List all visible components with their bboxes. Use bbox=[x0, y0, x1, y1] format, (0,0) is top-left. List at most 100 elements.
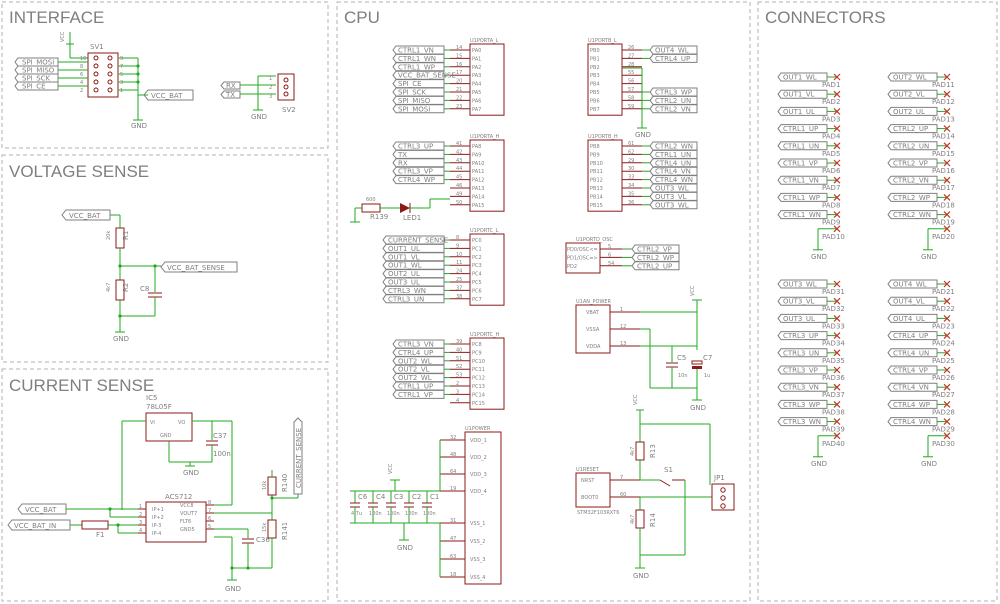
pad-label: PAD32 bbox=[822, 305, 845, 313]
pad-label: PAD6 bbox=[822, 167, 841, 175]
ic5-label: IC5 bbox=[146, 394, 157, 402]
porta-l-pin: PA7 bbox=[472, 107, 481, 113]
vbat-pin: VSSA bbox=[586, 327, 600, 333]
power-vcc: VCC bbox=[388, 463, 394, 474]
portb-h-net-flag bbox=[649, 200, 698, 210]
c5-label: C5 bbox=[677, 354, 686, 362]
reset-part: STM32F103RXT6 bbox=[577, 510, 619, 516]
current-sheet: IC5 78L05F VI VO GND C37 100n GND ACS712… bbox=[7, 394, 303, 593]
conn-net: CTRL1_VN bbox=[783, 177, 819, 185]
portb-l bbox=[587, 43, 623, 116]
c7-cap bbox=[691, 360, 703, 365]
sv2-pin-1: 1 bbox=[269, 76, 272, 82]
r2-value: 4k7 bbox=[106, 283, 112, 292]
led1-symbol bbox=[400, 203, 410, 213]
sv1-pin-left bbox=[93, 71, 99, 77]
power-cap-label: C3 bbox=[394, 493, 403, 501]
spi-flag bbox=[14, 81, 59, 91]
pad-label: PAD17 bbox=[932, 184, 955, 192]
portb-l-pin-num: 28 bbox=[628, 62, 634, 68]
vss-pin: VSS_3 bbox=[470, 557, 485, 563]
r139-value: 600 bbox=[366, 197, 376, 203]
conn-net: CTRL4_VN bbox=[893, 384, 929, 392]
portb-l-pin: PB1 bbox=[590, 56, 600, 62]
portc-h-pin-num: 40 bbox=[456, 347, 462, 353]
portc-l-pin: PC5 bbox=[472, 280, 482, 286]
vbat-vcc: VCC bbox=[690, 285, 696, 296]
porta-l-pin-num: 21 bbox=[456, 87, 462, 93]
conn-net-flag bbox=[887, 106, 938, 116]
vss-pin: VSS_4 bbox=[470, 575, 485, 581]
power-cap-label: C1 bbox=[430, 493, 439, 501]
porta-l-pin-num: 16 bbox=[456, 62, 462, 68]
portc-h-pin: PC14 bbox=[472, 392, 485, 398]
c37-value: 100n bbox=[213, 450, 231, 458]
vbat-pin-num: 12 bbox=[620, 324, 626, 330]
portb-h-net: OUT3_WL bbox=[655, 201, 689, 209]
pad-label: PAD7 bbox=[822, 184, 840, 192]
r139-label: R139 bbox=[370, 213, 388, 221]
porta-l-net: SPI_MOSI bbox=[398, 105, 430, 113]
ic5-value: 78L05F bbox=[146, 403, 172, 411]
vbat-title: U1AN_POWER bbox=[576, 299, 612, 305]
portb-l-pin-num: 58 bbox=[628, 95, 634, 101]
conn-net: CTRL3_WN bbox=[783, 418, 821, 426]
portc-l-pin: PC4 bbox=[472, 272, 482, 278]
r14-resistor bbox=[635, 509, 645, 529]
pad-label: PAD5 bbox=[822, 150, 840, 158]
vdd-pin-num: 48 bbox=[450, 452, 456, 458]
conn-net-flag bbox=[887, 124, 938, 134]
reset-pin-num: 7 bbox=[620, 475, 623, 481]
pad-label: PAD23 bbox=[932, 322, 955, 330]
acs712-pin-num: 6 bbox=[208, 516, 211, 522]
portc-h-pin: PC11 bbox=[472, 367, 485, 373]
power-cap-label: C2 bbox=[412, 493, 421, 501]
sv2-pin-2: 2 bbox=[269, 85, 272, 91]
porta-l-pin-num: 17 bbox=[456, 70, 462, 76]
ic5-gnd-label: GND bbox=[183, 469, 199, 477]
portb-h-pin-num: 29 bbox=[628, 158, 634, 164]
power-cap-value: 4.7u bbox=[351, 511, 362, 517]
portb-h-net: CTRL2_WN bbox=[655, 143, 693, 151]
porta-l-pin: PA2 bbox=[472, 65, 481, 71]
conn-net-flag bbox=[887, 331, 938, 341]
portc-l-pin-num: 9 bbox=[456, 243, 459, 249]
conn-net-flag bbox=[777, 382, 828, 392]
conn-net-flag bbox=[777, 417, 828, 427]
conn-net-flag bbox=[887, 89, 938, 99]
portb-gnd: GND bbox=[635, 131, 651, 139]
cpu-frame bbox=[336, 1, 751, 602]
vss-pin: VSS_2 bbox=[470, 539, 485, 545]
r14-value: 4k7 bbox=[630, 515, 636, 524]
portb-h-pin-num: 61 bbox=[628, 141, 634, 147]
spi-label: SPI_SCK bbox=[22, 75, 51, 83]
sv2-label: SV2 bbox=[282, 106, 296, 114]
reset-block bbox=[575, 472, 611, 508]
portd-pin-num: 5 bbox=[608, 244, 611, 250]
current-sense-tag: CURRENT_SENSE bbox=[295, 428, 303, 488]
portd-pin: PD0/OSC<= bbox=[567, 247, 598, 253]
conn-net: CTRL1_VP bbox=[783, 160, 818, 168]
conn-net-flag bbox=[887, 382, 938, 392]
conn-net: OUT1_WL bbox=[783, 74, 817, 82]
spi-label: SPI_MISO bbox=[22, 67, 55, 75]
portb-h-pin-num: 36 bbox=[628, 200, 634, 206]
porta-l-pin-num: 23 bbox=[456, 104, 462, 110]
sv1-pin-right bbox=[107, 55, 113, 61]
pad-label: PAD13 bbox=[932, 115, 955, 123]
portb-l-pin-num: 56 bbox=[628, 79, 634, 85]
acs712-pin-right: VOUT7 bbox=[180, 511, 197, 517]
sv1-pin-num: 3 bbox=[120, 80, 123, 86]
portb-l-pin: PB3 bbox=[590, 73, 600, 79]
porta-l-net: CTRL1_WP bbox=[398, 63, 435, 71]
acs712-pin-right: GND5 bbox=[180, 527, 195, 533]
connectors-sheet: OUT1_WLPAD1OUT1_VLPAD2OUT1_ULPAD3CTRL1_U… bbox=[777, 72, 955, 468]
vdd-pin-num: 19 bbox=[450, 486, 456, 492]
pad-label: PAD4 bbox=[822, 133, 841, 141]
portb-h-net: CTRL4_UN bbox=[655, 159, 691, 167]
pad-label: PAD1 bbox=[822, 81, 840, 89]
portb-h-pin-num: 33 bbox=[628, 175, 634, 181]
porta-h-net: TX bbox=[397, 151, 407, 159]
porta-l-net: CTRL1_VN bbox=[398, 47, 434, 55]
power-block bbox=[464, 431, 502, 585]
